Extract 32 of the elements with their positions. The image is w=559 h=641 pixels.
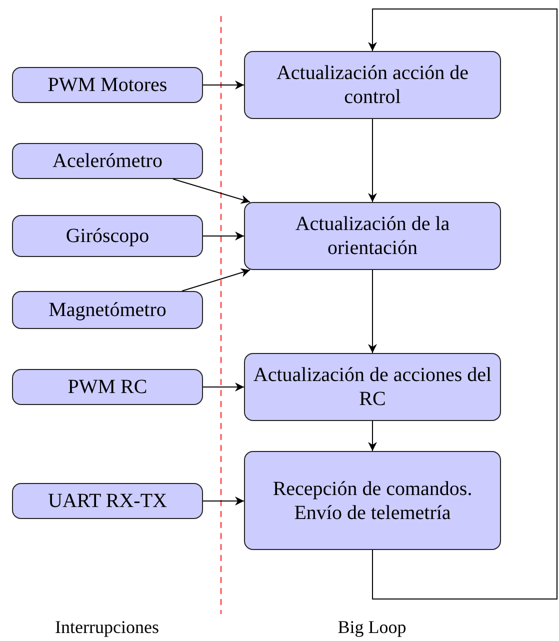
node-label: PWM Motores	[46, 73, 168, 97]
arrow	[202, 382, 244, 392]
arrow	[368, 118, 377, 202]
node-label: UART RX-TX	[47, 489, 168, 513]
column-heading: Big Loop	[338, 617, 406, 638]
node-label: Magnetómetro	[48, 298, 168, 322]
interrupt-box	[12, 143, 203, 179]
arrow	[202, 232, 244, 240]
interrupt-box	[12, 369, 203, 405]
process-box	[244, 451, 501, 550]
interrupt-box	[12, 67, 203, 103]
process-box	[244, 51, 501, 119]
arrow	[368, 420, 377, 452]
node-label: Actualización de acciones del RC	[252, 363, 493, 411]
node-label: Actualización de la orientación	[294, 212, 451, 260]
arrow	[172, 178, 250, 204]
arrow	[182, 268, 250, 292]
arrow	[202, 496, 244, 506]
node-label: PWM RC	[66, 375, 148, 399]
process-box	[244, 353, 501, 421]
arrow	[202, 80, 244, 90]
arrow	[368, 270, 377, 354]
node-label: Actualización acción de control	[275, 61, 470, 109]
interrupt-box	[12, 215, 203, 257]
node-label: Acelerómetro	[52, 149, 164, 173]
column-heading: Interrupciones	[55, 617, 159, 638]
arrow	[368, 8, 558, 600]
node-label: Recepción de comandos. Envío de telemetría	[272, 476, 474, 524]
process-box	[244, 202, 501, 270]
interrupt-box	[12, 483, 203, 519]
node-label: Giróscopo	[64, 224, 150, 248]
interrupt-box	[12, 291, 203, 329]
